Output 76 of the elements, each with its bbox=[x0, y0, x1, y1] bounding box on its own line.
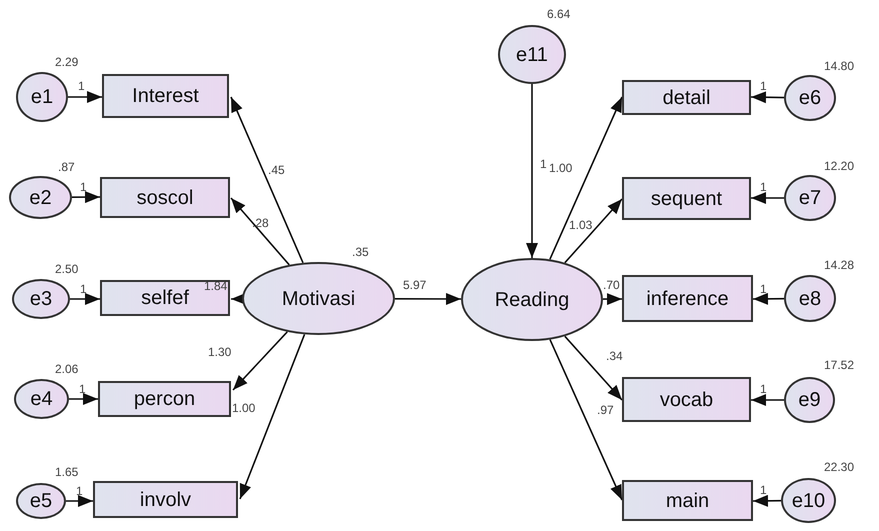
path-arrow bbox=[232, 331, 288, 391]
path-coefficient: 1.00 bbox=[549, 162, 572, 174]
path-coefficient: .70 bbox=[603, 279, 620, 291]
path-arrow bbox=[753, 494, 781, 507]
path-arrow bbox=[564, 336, 623, 401]
variance-label: 2.50 bbox=[55, 263, 78, 275]
path-coefficient: 1 bbox=[760, 484, 767, 496]
path-coefficient: 1 bbox=[80, 283, 87, 295]
path-coefficient: 1 bbox=[79, 383, 86, 395]
path-coefficient: 1.30 bbox=[208, 346, 232, 358]
path-arrow bbox=[395, 292, 461, 305]
variance-label: 22.30 bbox=[824, 461, 854, 473]
variance-label: 17.52 bbox=[824, 359, 854, 371]
path-coefficient: 1 bbox=[540, 158, 547, 170]
path-coefficient: 1 bbox=[760, 283, 767, 295]
path-coefficient: 1 bbox=[760, 181, 767, 193]
path-arrow bbox=[751, 192, 784, 204]
error-term-circle: e5 bbox=[16, 483, 66, 519]
path-coefficient: .97 bbox=[597, 404, 614, 416]
observed-variable-box: inference bbox=[622, 275, 753, 322]
error-term-circle: e10 bbox=[781, 478, 836, 523]
path-coefficient: 5.97 bbox=[403, 279, 426, 291]
error-term-circle: e2 bbox=[9, 176, 72, 219]
path-arrow bbox=[603, 293, 622, 306]
path-coefficient: .34 bbox=[606, 350, 623, 362]
path-coefficient: 1.00 bbox=[232, 402, 256, 414]
variance-label: .35 bbox=[352, 246, 369, 258]
variance-label: 6.64 bbox=[547, 8, 570, 20]
error-term-circle: e9 bbox=[784, 377, 835, 423]
error-term-circle: e3 bbox=[12, 279, 70, 319]
variance-label: 2.06 bbox=[55, 363, 78, 375]
variance-label: 2.29 bbox=[55, 56, 78, 68]
error-term-circle: e7 bbox=[784, 175, 836, 221]
path-coefficient: 1.03 bbox=[569, 219, 592, 231]
observed-variable-box: Interest bbox=[102, 74, 229, 118]
error-term-circle: e4 bbox=[14, 379, 69, 419]
latent-variable-ellipse: Reading bbox=[461, 258, 603, 341]
path-arrow bbox=[68, 91, 102, 103]
variance-label: 1.65 bbox=[55, 466, 78, 478]
observed-variable-box: involv bbox=[93, 481, 238, 518]
error-term-circle: e11 bbox=[498, 25, 566, 84]
variance-label: 14.28 bbox=[824, 259, 854, 271]
error-term-circle: e8 bbox=[784, 275, 836, 322]
path-arrow bbox=[564, 198, 623, 264]
path-arrow bbox=[526, 84, 538, 258]
path-arrow bbox=[753, 292, 784, 305]
path-arrow bbox=[549, 96, 623, 260]
variance-label: .87 bbox=[58, 161, 75, 173]
path-coefficient: 1 bbox=[80, 181, 87, 193]
path-coefficient: 1.84 bbox=[204, 280, 228, 292]
path-coefficient: .45 bbox=[268, 164, 285, 176]
variance-label: 14.80 bbox=[824, 60, 854, 72]
observed-variable-box: main bbox=[622, 480, 753, 521]
observed-variable-box: vocab bbox=[622, 377, 751, 422]
observed-variable-box: detail bbox=[622, 80, 751, 115]
path-arrow bbox=[69, 393, 98, 405]
path-coefficient: 1 bbox=[760, 80, 767, 92]
path-arrow bbox=[72, 191, 100, 204]
observed-variable-box: sequent bbox=[622, 177, 751, 220]
path-arrow bbox=[70, 293, 100, 305]
path-coefficient: 1 bbox=[760, 383, 767, 395]
path-arrow bbox=[230, 96, 304, 264]
path-arrow bbox=[66, 495, 93, 507]
path-coefficient: .28 bbox=[252, 217, 269, 229]
observed-variable-box: soscol bbox=[100, 177, 230, 218]
error-term-circle: e6 bbox=[784, 75, 836, 121]
path-arrow bbox=[239, 334, 306, 500]
path-arrow bbox=[549, 339, 623, 500]
path-coefficient: 1 bbox=[78, 80, 85, 92]
error-term-circle: e1 bbox=[16, 72, 68, 122]
observed-variable-box: percon bbox=[98, 381, 231, 417]
path-arrow bbox=[750, 91, 784, 104]
variance-label: 12.20 bbox=[824, 160, 854, 172]
path-coefficient: 1 bbox=[76, 485, 83, 497]
path-arrow bbox=[751, 394, 784, 406]
latent-variable-ellipse: Motivasi bbox=[242, 262, 395, 335]
